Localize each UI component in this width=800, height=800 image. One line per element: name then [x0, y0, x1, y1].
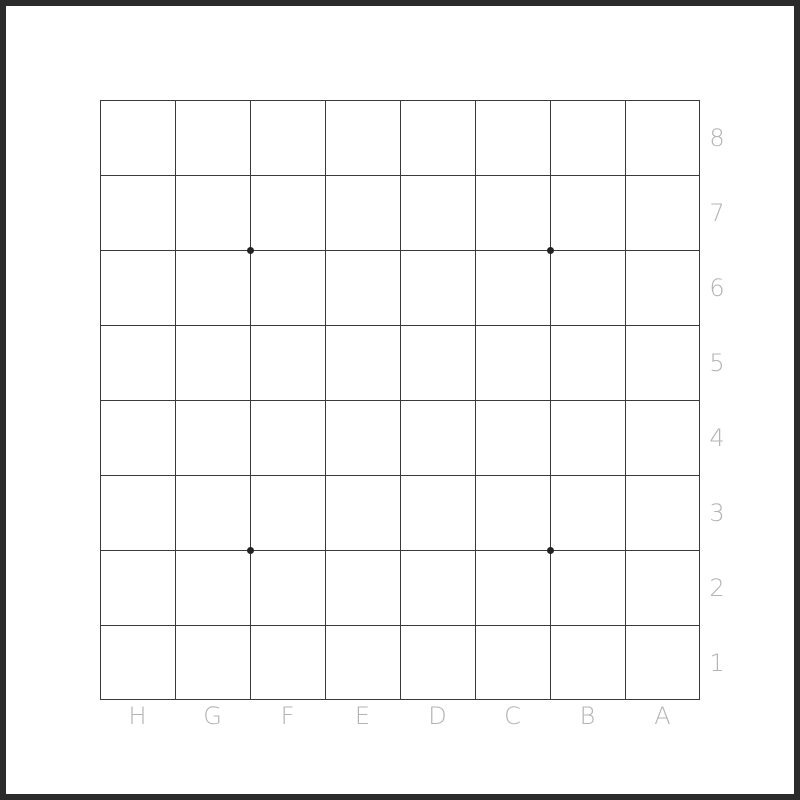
star-point: [247, 547, 254, 554]
grid-line-horizontal: [101, 625, 699, 626]
file-label-a: A: [654, 702, 671, 730]
file-label-b: B: [579, 702, 596, 730]
rank-label-7: 7: [709, 198, 725, 227]
grid-line-horizontal: [101, 250, 699, 251]
file-label-d: D: [428, 702, 447, 730]
rank-label-5: 5: [709, 348, 725, 377]
grid-line-horizontal: [101, 550, 699, 551]
grid-line-horizontal: [101, 475, 699, 476]
rank-label-2: 2: [709, 573, 725, 602]
game-board[interactable]: [100, 100, 700, 700]
star-point: [547, 247, 554, 254]
file-label-c: C: [504, 702, 521, 730]
star-point: [547, 547, 554, 554]
grid-line-horizontal: [101, 175, 699, 176]
grid-line-horizontal: [101, 400, 699, 401]
rank-label-8: 8: [709, 123, 725, 152]
rank-label-3: 3: [709, 498, 725, 527]
grid-line-horizontal: [101, 325, 699, 326]
file-label-h: H: [128, 702, 147, 730]
file-label-g: G: [203, 702, 222, 730]
rank-label-4: 4: [709, 423, 725, 452]
star-point: [247, 247, 254, 254]
rank-label-6: 6: [709, 273, 725, 302]
rank-label-1: 1: [709, 648, 725, 677]
file-label-e: E: [354, 702, 371, 730]
file-label-f: F: [280, 702, 295, 730]
